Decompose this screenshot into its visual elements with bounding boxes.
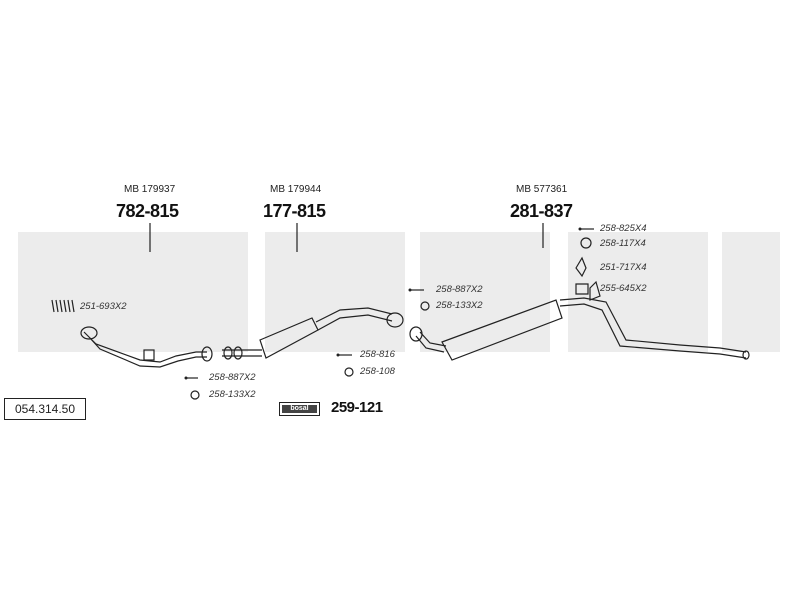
middle-mb-ref: MB 179944 (270, 184, 322, 195)
middle-part-number: 177-815 (263, 201, 326, 221)
accessory-mid-bolt: 258-816 (360, 349, 395, 360)
front-joint-flange-icon (201, 346, 213, 362)
front-bracket-icon (143, 349, 155, 361)
ring-icon-hanger (580, 237, 592, 249)
middle-clamp-icon-2 (233, 346, 243, 360)
middle-outlet-pipe-inner (317, 314, 393, 331)
bosal-watermark-b (18, 232, 248, 352)
bosal-watermark-o (265, 232, 405, 352)
bracket-icon-hanger (575, 256, 587, 278)
rear-tailpipe (559, 297, 747, 353)
rear-hanger-icon (589, 280, 601, 301)
front-mb-ref: MB 179937 (124, 184, 176, 195)
bosal-brand-logo: bosal (279, 402, 320, 416)
bolt-head-hanger (578, 227, 582, 231)
rear-silencer (441, 299, 563, 361)
accessory-hanger-ring: 258-117X4 (600, 238, 646, 249)
bosal-watermark-a (568, 232, 708, 352)
bolt-head-front (184, 376, 188, 380)
middle-silencer (259, 317, 319, 359)
bosal-brand-logo-text: bosal (282, 405, 317, 413)
rear-tail-end-icon (742, 350, 750, 360)
middle-outlet-flange-icon (386, 312, 404, 328)
gasket-icon-front (190, 390, 200, 400)
accessory-rear-gasket: 258-133X2 (436, 300, 483, 311)
front-part-number: 782-815 (116, 201, 179, 221)
rear-mb-ref: MB 577361 (516, 184, 568, 195)
rear-inlet-pipe-inner (419, 331, 447, 347)
accessory-hanger-rubber: 255-645X2 (600, 283, 647, 294)
bolt-head-rear (408, 288, 412, 292)
mounting-kit-part-number: 259-121 (331, 399, 383, 416)
rear-inlet-flange-icon (409, 326, 423, 342)
gasket-icon-rear (420, 301, 430, 311)
accessory-spring-bolt: 251-693X2 (80, 301, 127, 312)
accessory-mid-gasket: 258-108 (360, 366, 395, 377)
accessory-hanger-bolt: 258-825X4 (600, 223, 647, 234)
accessory-rear-bolt: 258-887X2 (436, 284, 483, 295)
bosal-watermark-l (722, 232, 780, 352)
catalog-number: 054.314.50 (4, 398, 86, 420)
middle-clamp-icon (223, 346, 233, 360)
spring-icon (51, 299, 75, 313)
accessory-front-bolt: 258-887X2 (209, 372, 256, 383)
accessory-front-gasket: 258-133X2 (209, 389, 256, 400)
front-pipe-inner (89, 337, 207, 368)
front-pipe (83, 331, 207, 363)
rear-tailpipe-inner (559, 303, 747, 359)
accessory-hanger-bracket: 251-717X4 (600, 262, 647, 273)
rear-part-number: 281-837 (510, 201, 573, 221)
front-flange-icon (80, 326, 98, 340)
bosal-watermark-s (420, 232, 550, 352)
middle-outlet-pipe (315, 307, 393, 323)
gasket-icon-mid (344, 367, 354, 377)
bolt-head-mid (336, 353, 340, 357)
rubber-icon-hanger (575, 283, 589, 295)
